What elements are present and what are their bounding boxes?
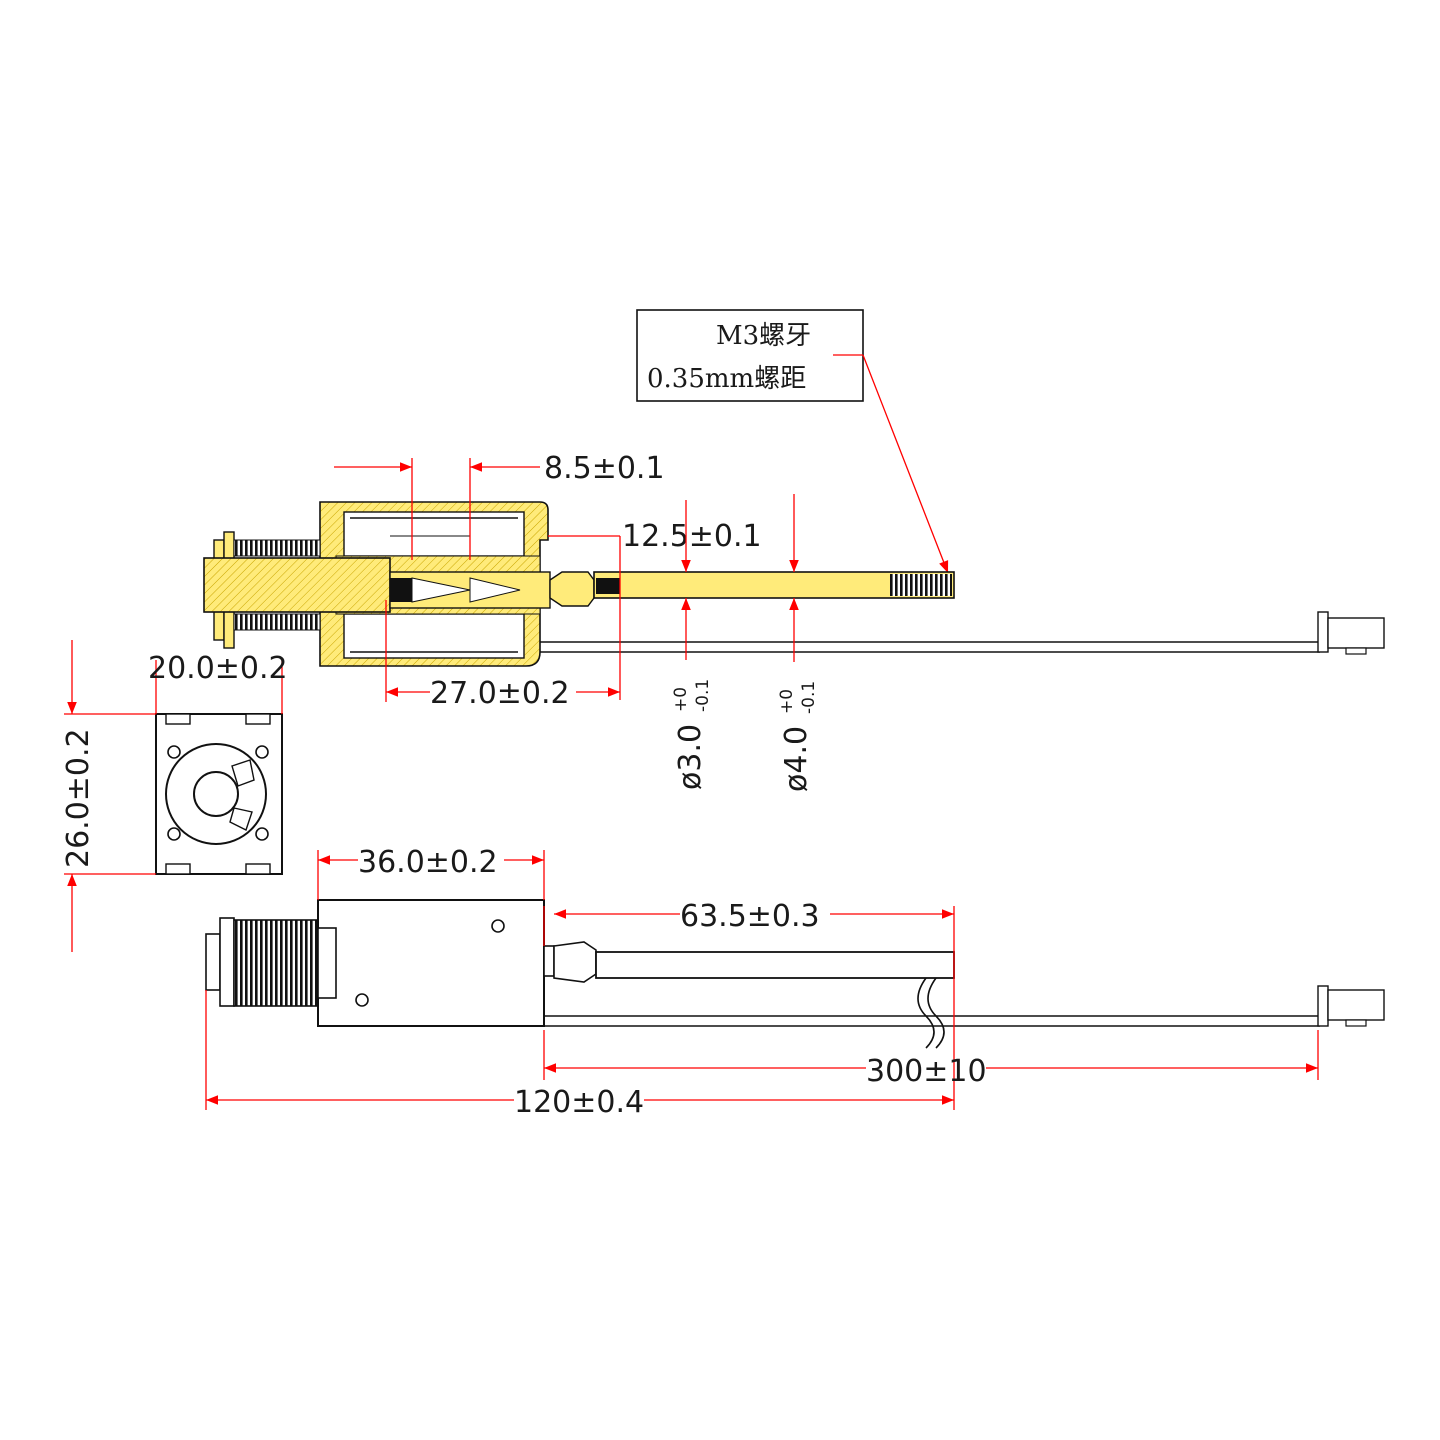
dim-63-5: 63.5±0.3 <box>543 899 955 1110</box>
dim-dia-3-lower: -0.1 <box>693 679 713 712</box>
dim-36: 36.0±0.2 <box>317 845 545 900</box>
dim-26-label: 26.0±0.2 <box>61 728 96 868</box>
dim-20-label: 20.0±0.2 <box>148 651 288 686</box>
thread-note-leader <box>862 354 949 574</box>
side-view <box>205 899 1385 1049</box>
dim-12-5-label: 12.5±0.1 <box>622 519 762 554</box>
thread-note-line1: M3螺牙 <box>716 321 811 351</box>
dim-26: 26.0±0.2 <box>61 640 156 952</box>
dim-300-label: 300±10 <box>866 1054 987 1089</box>
end-view <box>155 713 283 875</box>
dim-dia-3: ø3.0 +0 -0.1 <box>671 500 713 790</box>
dim-8-5-label: 8.5±0.1 <box>544 451 665 486</box>
dim-36-label: 36.0±0.2 <box>358 845 498 880</box>
dim-8-5: 8.5±0.1 <box>334 451 665 560</box>
dim-dia-4: ø4.0 +0 -0.1 <box>777 494 819 792</box>
dim-12-5: 12.5±0.1 <box>548 519 762 700</box>
dim-300: 300±10 <box>543 1030 1319 1089</box>
dim-20: 20.0±0.2 <box>148 651 288 714</box>
thread-note: M3螺牙 0.35mm螺距 <box>636 309 949 574</box>
dim-dia-4-nominal: ø4.0 <box>779 726 814 792</box>
thread-note-line2: 0.35mm螺距 <box>647 364 806 394</box>
dim-dia-4-lower: -0.1 <box>799 681 819 714</box>
dim-120: 120±0.4 <box>205 990 954 1120</box>
dim-dia-3-nominal: ø3.0 <box>673 724 708 790</box>
dim-27-label: 27.0±0.2 <box>430 676 570 711</box>
dim-63-5-label: 63.5±0.3 <box>680 899 820 934</box>
dim-dia-3-upper: +0 <box>671 687 691 712</box>
dim-120-label: 120±0.4 <box>514 1085 644 1120</box>
dim-dia-4-upper: +0 <box>777 689 797 714</box>
dim-27: 27.0±0.2 <box>385 600 620 711</box>
section-view <box>203 501 1385 667</box>
